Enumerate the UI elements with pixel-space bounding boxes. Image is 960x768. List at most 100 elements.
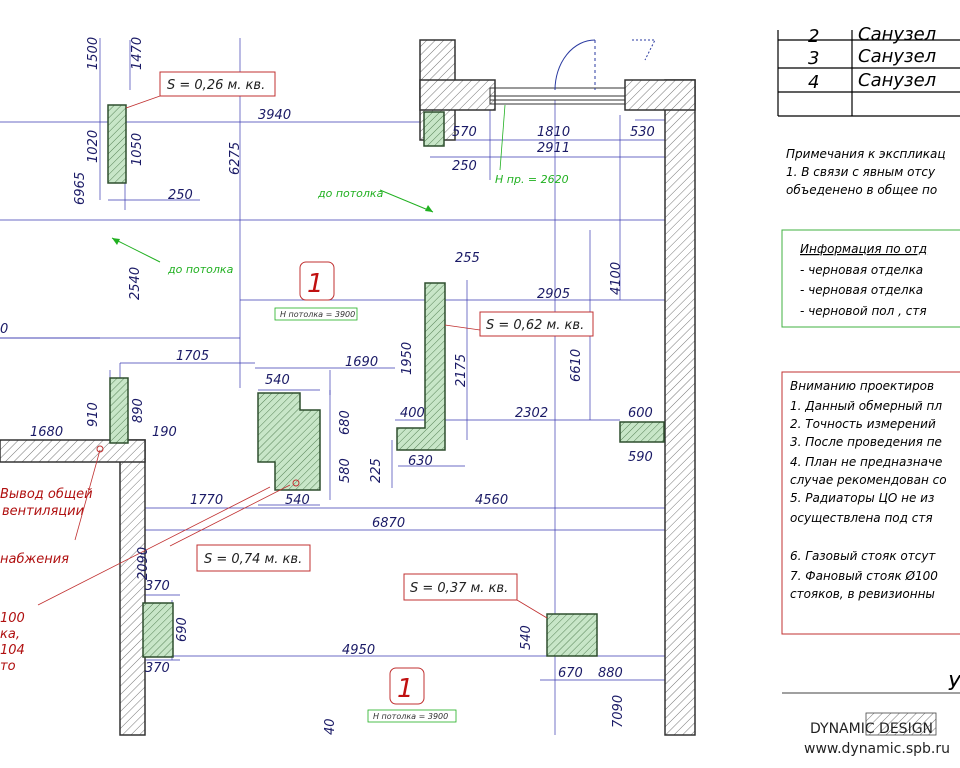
notice-item: 4. План не предназначе [790, 455, 942, 469]
room-markers: 1 H потолка = 3900 1 H потолка = 3900 [274, 261, 457, 723]
dimension-label: 6275 [228, 142, 243, 175]
table-row-name: Санузел [858, 46, 936, 67]
notice-item: 6. Газовый стояк отсут [790, 549, 936, 563]
area-callouts: S = 0,26 м. кв. S = 0,62 м. кв. S = 0,74… [125, 71, 594, 619]
vertical-dimensions: 1500 1470 1020 1050 6965 6275 2540 4100 … [73, 37, 626, 735]
dimension-label: 890 [131, 398, 146, 423]
explication-notes: Примечания к экспликац 1. В связи с явны… [786, 147, 946, 197]
notice-item: 5. Радиаторы ЦО не из [790, 491, 934, 505]
ventilation-note: Вывод общей [0, 487, 93, 502]
dimension-label: 7090 [611, 695, 626, 728]
dimension-label: 1810 [537, 125, 570, 140]
dimension-label: 6610 [569, 349, 584, 382]
dimension-label: 590 [628, 450, 653, 465]
table-row-number: 2 [808, 26, 819, 47]
finishing-info-box: Информация по отд - черновая отделка - ч… [781, 229, 960, 328]
supply-note: набжения [0, 552, 69, 567]
explication-table [777, 30, 960, 117]
dimension-lines [0, 38, 665, 735]
table-row-name: Санузел [858, 24, 936, 45]
dimension-label: 2905 [537, 287, 570, 302]
title-stamp: У DYNAMIC DESIGN www.dynamic.spb.ru [782, 671, 960, 757]
dimension-label: 6870 [372, 516, 405, 531]
notice-item: 2. Точность измерений [790, 417, 936, 431]
dimension-label: 540 [285, 493, 310, 508]
dimension-label: 250 [452, 159, 477, 174]
dimension-label: 2090 [136, 547, 151, 580]
explication-table-text: 2 Санузел 3 Санузел 4 Санузел [808, 24, 936, 93]
dimension-label: 255 [455, 251, 480, 266]
door [554, 39, 656, 91]
dimension-label: 680 [338, 410, 353, 435]
area-label: S = 0,26 м. кв. [167, 78, 265, 93]
notes-title: Примечания к экспликац [786, 147, 946, 161]
ceiling-height-label: H потолка = 3900 [280, 310, 355, 319]
riser-note: 104 [0, 643, 25, 658]
dimension-label: 1705 [176, 349, 209, 364]
notes-line: 1. В связи с явным отсу [786, 165, 936, 179]
dimension-label: 6965 [73, 172, 88, 205]
dimension-label: 4950 [342, 643, 375, 658]
ventilation-note: вентиляции [2, 504, 84, 519]
horizontal-dimensions: 3940 250 570 1810 530 2911 250 255 2905 … [0, 108, 655, 681]
dimension-label: 250 [168, 188, 193, 203]
dimension-label: 530 [630, 125, 655, 140]
designer-notice-box: Вниманию проектиров 1. Данный обмерный п… [781, 371, 960, 635]
dimension-label: 3940 [258, 108, 291, 123]
notice-title: Вниманию проектиров [790, 379, 934, 393]
dimension-label: 2175 [454, 354, 469, 387]
dimension-label: 400 [400, 406, 425, 421]
dimension-label: 370 [145, 661, 170, 676]
dimension-label: 1950 [400, 342, 415, 375]
room-number: 1 [397, 674, 414, 704]
dimension-label: 600 [628, 406, 653, 421]
dimension-label: 4100 [609, 262, 624, 295]
red-annotations: Вывод общей вентиляции набжения 100 ка, … [0, 445, 300, 674]
company-url: www.dynamic.spb.ru [804, 741, 950, 757]
dimension-label: 1500 [86, 37, 101, 70]
dimension-label: 1020 [86, 130, 101, 163]
dimension-label: 570 [452, 125, 477, 140]
riser-note: ка, [0, 627, 20, 642]
to-ceiling-label: до потолка [167, 263, 234, 276]
notice-item: осуществлена под стя [790, 511, 933, 525]
table-row-number: 3 [808, 48, 819, 69]
dimension-label: 540 [265, 373, 290, 388]
notice-item: 3. После проведения пе [790, 435, 942, 449]
walls [0, 39, 696, 736]
notice-item: 7. Фановый стояк Ø100 [790, 569, 938, 583]
area-label: S = 0,37 м. кв. [410, 581, 508, 596]
company-name: DYNAMIC DESIGN [810, 721, 933, 737]
area-label: S = 0,62 м. кв. [486, 318, 584, 333]
dimension-label: 1050 [130, 133, 145, 166]
dimension-label: 1470 [130, 37, 145, 70]
notes-line: объеденено в общее по [786, 183, 937, 197]
dimension-label: 1680 [30, 425, 63, 440]
dimension-label: 2911 [537, 141, 570, 156]
dimension-label: 40 [323, 718, 338, 735]
dimension-label: 1690 [345, 355, 378, 370]
opening-height-label: H пр. = 2620 [495, 173, 569, 186]
dimension-label: 690 [175, 617, 190, 642]
dimension-label: 1770 [190, 493, 223, 508]
info-title: Информация по отд [800, 242, 927, 256]
info-item: - черновой пол , стя [800, 304, 927, 318]
window [489, 87, 626, 105]
dimension-label: 4560 [475, 493, 508, 508]
table-row-number: 4 [808, 72, 819, 93]
dimension-label: 0 [0, 322, 8, 337]
dimension-label: 580 [338, 458, 353, 483]
dimension-label: 540 [519, 625, 534, 650]
info-item: - черновая отделка [800, 263, 923, 277]
dimension-label: 2540 [128, 267, 143, 300]
area-label: S = 0,74 м. кв. [204, 552, 302, 567]
ceiling-height-label: H потолка = 3900 [373, 712, 448, 721]
columns [107, 104, 665, 658]
stamp-letter: У [948, 671, 960, 695]
notice-item: 1. Данный обмерный пл [790, 399, 942, 413]
dimension-label: 880 [598, 666, 623, 681]
info-item: - черновая отделка [800, 283, 923, 297]
notice-item: стояков, в ревизионны [790, 587, 935, 601]
dimension-label: 630 [408, 454, 433, 469]
